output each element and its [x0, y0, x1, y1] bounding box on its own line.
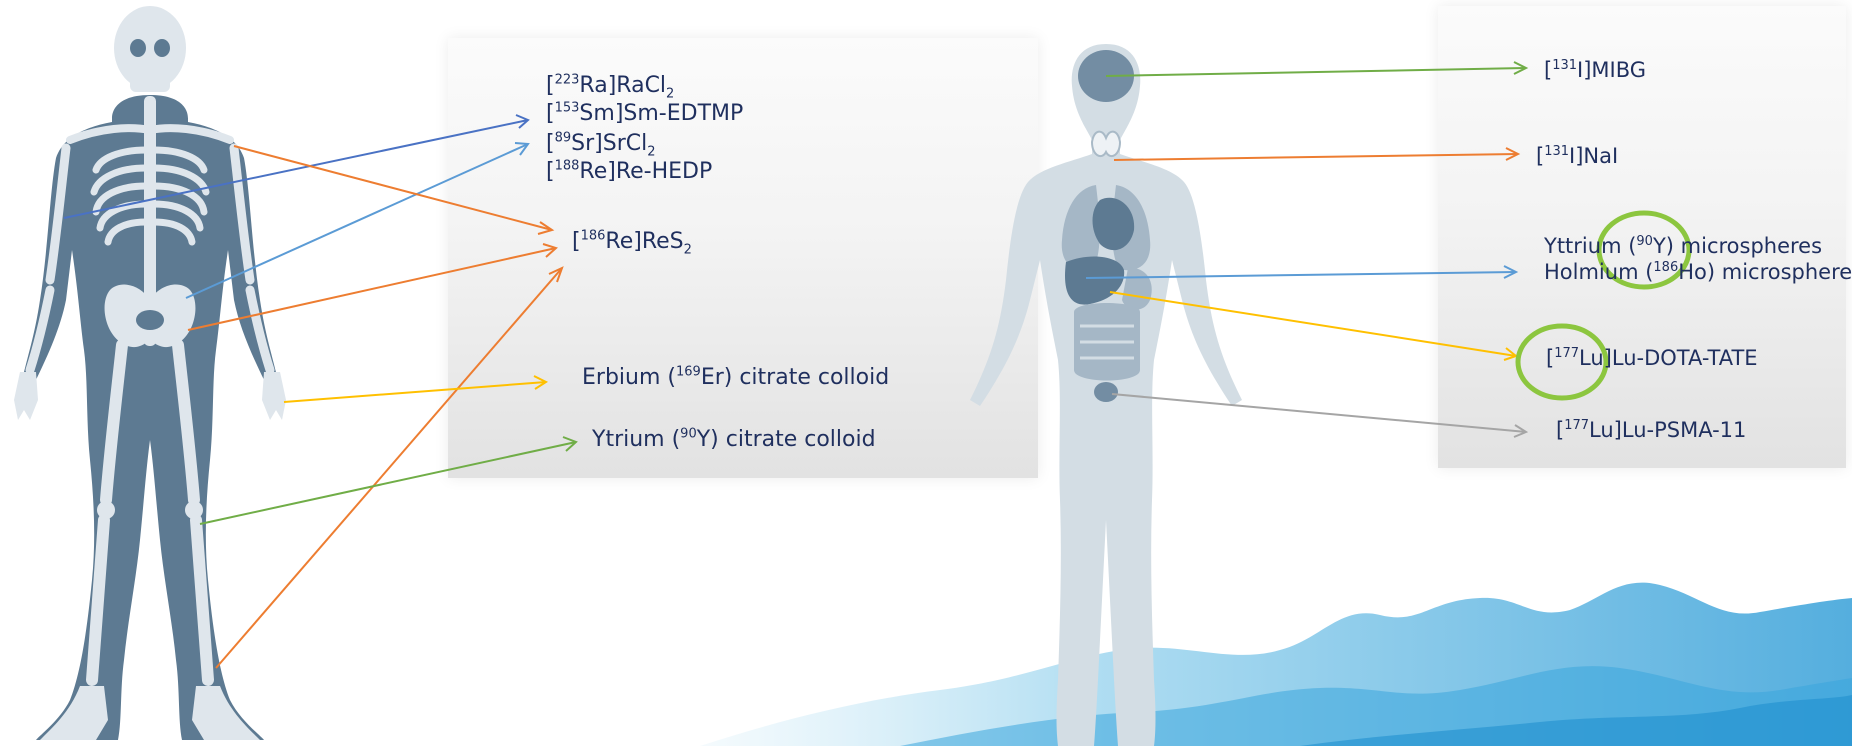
label-erbium-citrate-colloid: Erbium (169Er) citrate colloid	[582, 364, 889, 392]
label-radium-chloride: [223Ra]RaCl2	[546, 72, 674, 100]
arrow-thyroid-to-nai	[1114, 148, 1518, 160]
watercolor-background	[700, 583, 1852, 746]
arrow-bladder-to-psma	[1112, 394, 1526, 437]
label-lutetium-dotatate: [177Lu]Lu-DOTA-TATE	[1546, 344, 1758, 372]
label-mibg: [131I]MIBG	[1544, 56, 1646, 84]
label-rhenium-sulfide: [186Re]ReS2	[572, 228, 692, 256]
human-silhouette-figure	[970, 44, 1242, 746]
label-yttrium-microspheres: Yttrium (90Y) microspheres	[1544, 232, 1822, 260]
arrow-brain-to-mibg	[1106, 62, 1526, 76]
skeleton-figure	[14, 6, 286, 740]
label-samarium-edtmp: [153Sm]Sm-EDTMP	[546, 100, 743, 128]
arrow-hand-to-er	[284, 376, 546, 402]
label-strontium-chloride: [89Sr]SrCl2	[546, 130, 656, 158]
arrow-foot-to-res2	[216, 268, 562, 668]
label-lutetium-psma: [177Lu]Lu-PSMA-11	[1556, 416, 1746, 444]
label-rhenium-hedp: [188Re]Re-HEDP	[546, 158, 712, 186]
arrow-intestine-to-dotatate	[1110, 292, 1516, 360]
label-sodium-iodide: [131I]NaI	[1536, 142, 1618, 170]
label-yttrium-citrate-colloid: Ytrium (90Y) citrate colloid	[592, 426, 876, 454]
arrow-shoulder-to-res2	[234, 146, 552, 234]
label-holmium-microspheres: Holmium (186Ho) microspheres	[1544, 258, 1852, 286]
arrow-knee-to-y	[200, 437, 576, 524]
